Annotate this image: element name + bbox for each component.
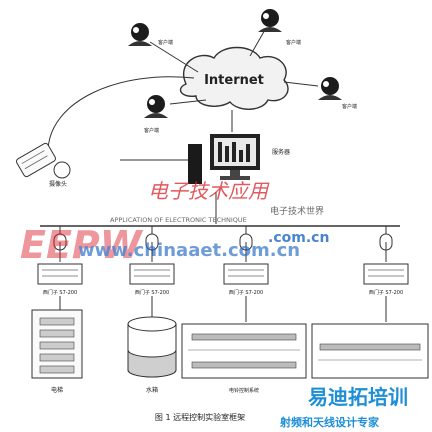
user-icon bbox=[128, 23, 152, 46]
control-panel-icon bbox=[311, 323, 429, 379]
watermark-brand: 易迪拓培训 射频和天线设计专家 bbox=[279, 385, 408, 429]
tank-icon bbox=[127, 316, 177, 378]
client-node: 客户端 bbox=[318, 77, 357, 110]
client-label: 客户端 bbox=[158, 39, 173, 46]
watermark-site-url: www.chinaaet.com.cn bbox=[78, 240, 300, 261]
client-node: 客户端 bbox=[128, 23, 173, 46]
connector bbox=[239, 233, 253, 252]
camera-label: 摄像头 bbox=[49, 180, 67, 188]
connector bbox=[53, 233, 67, 252]
plc-node: 西门子 S7-200 bbox=[223, 263, 269, 296]
water-tank-device: 水箱 bbox=[127, 316, 177, 394]
camera-icon bbox=[16, 142, 56, 178]
plc-node: 西门子 S7-200 bbox=[129, 263, 175, 296]
plc-icon bbox=[129, 263, 175, 285]
control-panel-icon bbox=[181, 323, 307, 379]
client-node: 客户端 bbox=[144, 95, 168, 134]
plc-label: 西门子 S7-200 bbox=[135, 289, 169, 296]
connector bbox=[145, 233, 159, 252]
device-label: 电铃控制系统 bbox=[229, 387, 259, 394]
watermark-en-title: APPLICATION OF ELECTRONIC TECHNIQUE bbox=[110, 216, 247, 224]
user-icon bbox=[258, 9, 282, 32]
client-label: 客户端 bbox=[144, 127, 159, 134]
control-system-device bbox=[311, 323, 429, 379]
plc-icon bbox=[37, 263, 83, 285]
client-label: 客户端 bbox=[342, 103, 357, 110]
bus-connectors bbox=[53, 233, 393, 252]
monitor-icon bbox=[210, 134, 260, 180]
client-node: 客户端 bbox=[258, 9, 301, 46]
watermark-cn-subtitle: 电子技术世界 bbox=[270, 205, 324, 217]
server-node: 服务器 bbox=[188, 134, 290, 184]
plc-label: 西门子 S7-200 bbox=[369, 289, 403, 296]
user-icon bbox=[318, 77, 342, 100]
watermark-cn-title: 电子技术应用 bbox=[148, 179, 270, 203]
control-system-device: 电铃控制系统 bbox=[181, 323, 307, 394]
server-label: 服务器 bbox=[272, 148, 290, 156]
elevator-device: 电梯 bbox=[31, 309, 83, 394]
plc-icon bbox=[363, 263, 409, 285]
plc-label: 西门子 S7-200 bbox=[43, 289, 77, 296]
server-tower-icon bbox=[188, 144, 202, 184]
user-icon bbox=[144, 95, 168, 118]
internet-cloud: Internet bbox=[179, 46, 289, 110]
internet-label: Internet bbox=[204, 73, 264, 88]
watermark-site-logo: EEPW bbox=[20, 223, 144, 267]
plc-node: 西门子 S7-200 bbox=[363, 263, 409, 296]
watermark-site-sub: .com.cn bbox=[268, 230, 329, 246]
device-label: 电梯 bbox=[51, 386, 63, 394]
client-label: 客户端 bbox=[286, 39, 301, 46]
plc-icon bbox=[223, 263, 269, 285]
watermark-journal: 电子技术应用 电子技术世界 APPLICATION OF ELECTRONIC … bbox=[110, 179, 324, 224]
device-label: 水箱 bbox=[146, 386, 158, 394]
connector bbox=[379, 233, 393, 252]
plc-node: 西门子 S7-200 bbox=[37, 263, 83, 296]
figure-caption: 图 1 远程控制实验室框架 bbox=[155, 412, 245, 422]
watermark-site: EEPW .com.cn www.chinaaet.com.cn bbox=[20, 223, 329, 267]
plc-label: 西门子 S7-200 bbox=[229, 289, 263, 296]
watermark-brand-title: 易迪拓培训 bbox=[308, 385, 408, 409]
camera-node: 摄像头 bbox=[16, 142, 71, 188]
watermark-brand-sub: 射频和天线设计专家 bbox=[279, 415, 380, 429]
